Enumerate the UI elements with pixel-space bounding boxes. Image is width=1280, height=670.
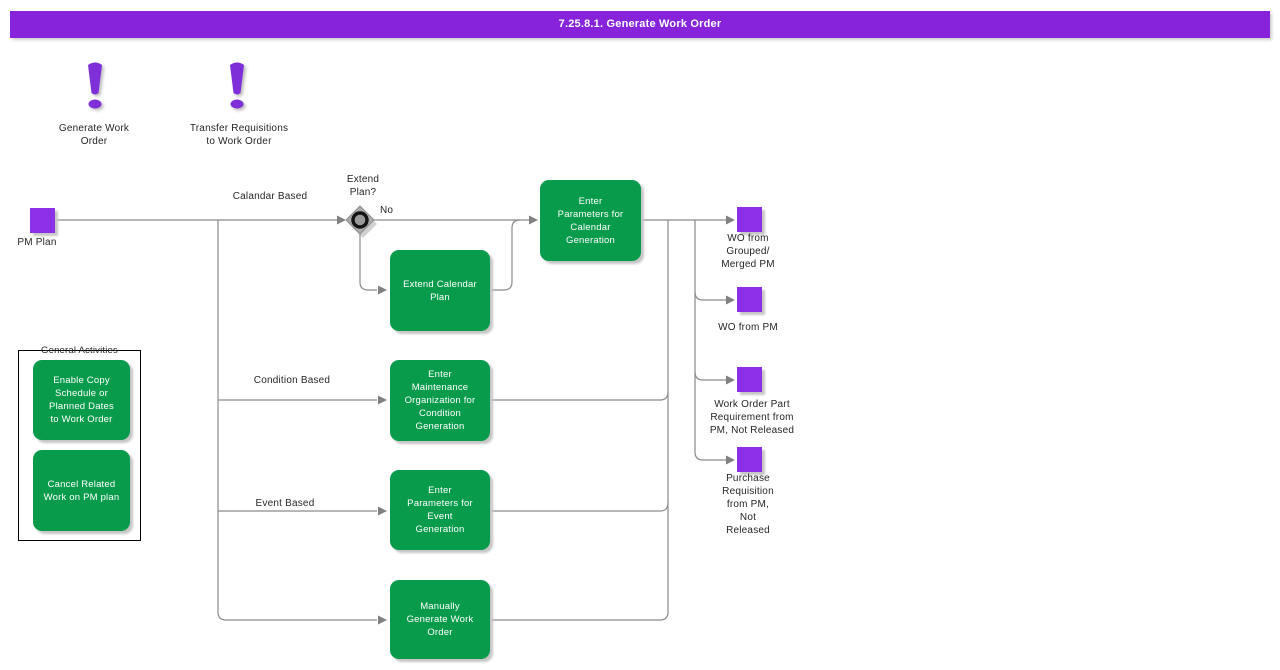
notification-generate-work-order-label: Generate Work Order (58, 123, 130, 147)
activity-enable-copy-schedule[interactable]: Enable Copy Schedule or Planned Dates to… (33, 360, 130, 440)
output-wo-part-requirement-label: Work Order Part Requirement from PM, Not… (709, 399, 795, 436)
output-wo-part-requirement-node[interactable] (737, 367, 762, 392)
output-wo-from-pm-label: WO from PM (718, 322, 778, 333)
output-wo-from-grouped-merged-pm-node[interactable] (737, 207, 762, 232)
output-wo-from-pm-node[interactable] (737, 287, 762, 312)
general-activities-title: General Activities (41, 345, 118, 356)
pm-plan-label: PM Plan (17, 237, 57, 248)
decision-no-label: No (380, 205, 394, 216)
notification-transfer-requisitions-label: Transfer Requisitions to Work Order (189, 123, 289, 147)
flow-lines (55, 219, 726, 621)
branch-label-event: Event Based (255, 498, 315, 509)
process-enter-parameters-calendar-generation[interactable]: Enter Parameters for Calendar Generation (540, 180, 641, 261)
activity-cancel-related-work[interactable]: Cancel Related Work on PM plan (33, 450, 130, 531)
exclamation-icon (230, 62, 244, 109)
output-wo-from-grouped-merged-pm-label: WO from Grouped/ Merged PM (721, 233, 775, 270)
decision-extend-plan-node[interactable] (345, 205, 377, 238)
decision-question-label: Extend Plan? (346, 174, 380, 198)
process-enter-maintenance-organization-condition-generation[interactable]: Enter Maintenance Organization for Condi… (390, 360, 490, 441)
general-activities-group (18, 350, 141, 541)
pm-plan-node[interactable] (30, 208, 55, 233)
process-manually-generate-work-order[interactable]: Manually Generate Work Order (390, 580, 490, 659)
notification-generate-work-order[interactable] (84, 62, 106, 117)
arrowheads (337, 215, 735, 625)
title-bar: 7.25.8.1. Generate Work Order (10, 11, 1270, 38)
process-enter-parameters-event-generation[interactable]: Enter Parameters for Event Generation (390, 470, 490, 550)
exclamation-icon (88, 62, 102, 109)
branch-label-condition: Condition Based (253, 375, 331, 386)
output-purchase-requisition-label: Purchase Requisition from PM, Not Releas… (722, 473, 774, 536)
output-purchase-requisition-node[interactable] (737, 447, 762, 472)
branch-label-calendar: Calandar Based (232, 191, 308, 202)
notification-transfer-requisitions[interactable] (226, 62, 248, 117)
process-extend-calendar-plan[interactable]: Extend Calendar Plan (390, 250, 490, 331)
